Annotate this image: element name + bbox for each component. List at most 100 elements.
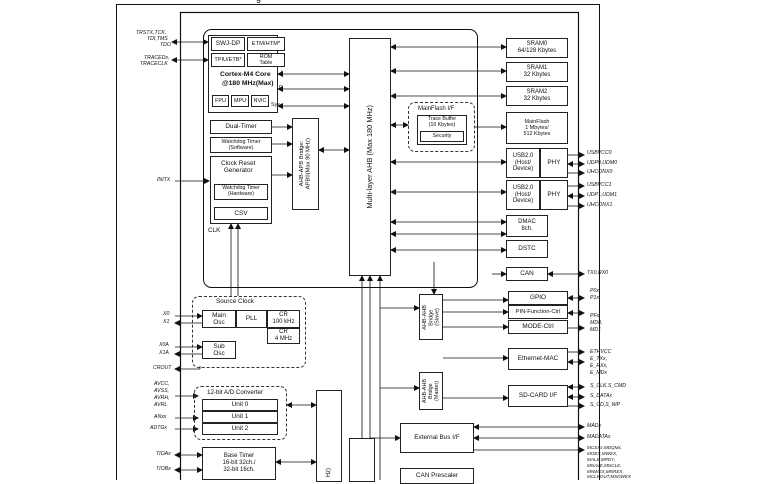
pin-label-avrh: AVRH,	[154, 395, 170, 401]
pin-label-sdatax: S_DATAx	[590, 393, 613, 399]
pin-label-etx: E_TXx,	[590, 356, 608, 362]
pin-label-tracedx: TRACEDx,	[144, 55, 170, 61]
dstc-box: DSTC	[506, 240, 548, 258]
pin-label-scd: S_CD,S_WP	[590, 402, 620, 408]
pin-label-tiobx: TIOBx	[156, 466, 171, 472]
tpiu-box: TPIU/ETB*	[211, 53, 245, 67]
pin-label-adtgx: ADTGx	[150, 425, 168, 431]
csv-box: CSV	[214, 207, 268, 220]
mode-ctrl-box: MODE-Ctrl	[508, 320, 568, 334]
usb1-phy-box: PHY	[540, 180, 568, 210]
pin-label-mnale: MNALE,MNCLE,	[587, 463, 622, 468]
pin-label-male: MALE,MRDY,	[587, 457, 616, 462]
bus-d-label: D	[279, 85, 283, 91]
ahb-apb-bridge-0: AHB-APB Bridge: APB0(Max 90 MHz)	[292, 118, 319, 210]
core-speed: @180 MHz(Max)	[222, 80, 274, 87]
sram2-box: SRAM2 32 Kbytes	[506, 86, 568, 106]
can-box: CAN	[506, 267, 548, 281]
adc-unit-1: Unit 1	[202, 411, 278, 423]
source-clock-title: Source Clock	[216, 298, 255, 305]
base-timer-box: Base Timer 16-bit 32ch./ 32-bit 16ch.	[202, 447, 276, 480]
pin-label-avrl: AVRL	[154, 402, 168, 408]
cr-100khz-box: CR 100 kHz	[267, 310, 300, 328]
security-box: Security	[420, 131, 464, 142]
mpu-box: MPU	[231, 95, 249, 107]
watchdog-software-box: Watchdog Timer (Software)	[210, 137, 272, 153]
chip-frame	[179, 11, 580, 480]
core-title: Cortex-M4 Core	[220, 71, 271, 78]
bus-i-label: I	[281, 70, 283, 76]
pin-label-sclk: S_CLK,S_CMD	[590, 383, 627, 389]
pin-label-ethvcc: ETHVCC	[590, 349, 612, 355]
pin-label-uhconx0: UHCONX0	[587, 169, 613, 175]
fpu-box: FPU	[212, 95, 229, 107]
sram0-box: SRAM0 64/128 Kbytes	[506, 38, 568, 58]
adc-frame	[194, 386, 287, 440]
pin-label-erx: E_RXx,	[590, 363, 608, 369]
outer-frame	[116, 4, 600, 480]
pin-label-usbvcc0: USBVCC0	[587, 150, 612, 156]
pll-box: PLL	[236, 310, 267, 328]
pin-label-emdx: E_MDx	[590, 370, 608, 376]
adc-unit-0: Unit 0	[202, 399, 278, 411]
pin-label-tdi: TDI,TMS	[147, 36, 168, 42]
pin-label-md0: MD0,	[590, 320, 603, 326]
clk-label: CLK	[208, 227, 221, 234]
sd-card-if-box: SD-CARD I/F	[508, 385, 568, 407]
adc-unit-2: Unit 2	[202, 423, 278, 435]
pin-label-mcsxx: MCSXx,MDQMx,	[587, 445, 622, 450]
multi-layer-ahb: Multi-layer AHB (Max 180 MHz)	[349, 38, 391, 276]
mainflash-if-title: MainFlash I/F	[418, 106, 455, 112]
usb1-box: USB2.0 (Host/ Device)	[506, 180, 540, 210]
pin-label-traceclk: TRACECLK	[140, 61, 168, 67]
pin-label-x0a: X0A	[159, 342, 169, 348]
adc-title: 12-bit A/D Converter	[207, 389, 264, 396]
ahb-ahb-bridge-slave: AHB-AHB Bridge (Slave)	[419, 294, 443, 340]
pin-function-ctrl-box: PIN-Function-Ctrl	[508, 305, 568, 319]
cr-4mhz-box: CR 4 MHz	[267, 328, 300, 344]
rom-table-box: ROM Table	[247, 53, 285, 67]
pin-label-tdo: TDO	[160, 42, 171, 48]
pin-label-x1: X1	[163, 319, 170, 325]
watchdog-hardware-box: Watchdog Timer (Hardware)	[214, 184, 268, 200]
pin-label-initx: INITX	[157, 177, 171, 183]
trace-buffer-label: Trace Buffer (16 Kbytes)	[419, 116, 465, 130]
mainflash-if-frame	[408, 102, 475, 152]
sram1-box: SRAM1 32 Kbytes	[506, 62, 568, 82]
external-bus-if-box: External Bus I/F	[400, 423, 474, 453]
usb0-phy-box: PHY	[540, 148, 568, 178]
sub-osc-box: Sub Osc	[202, 341, 236, 359]
pin-label-mclkout: MCLKOUT,MSDWEX	[587, 474, 631, 479]
source-clock-frame	[192, 296, 306, 368]
lower-bus-fragment	[349, 438, 375, 482]
pin-label-x1a: X1A	[159, 350, 169, 356]
pin-label-md1: MD1	[590, 327, 601, 333]
gpio-box: GPIO	[508, 291, 568, 305]
bridge-slave-label: AHB-AHB Bridge (Slave)	[421, 304, 441, 330]
dual-timer-box: Dual-Timer	[210, 120, 272, 134]
swj-dp-box: SWJ-DP	[211, 37, 245, 51]
title-fragment: g	[256, 0, 261, 3]
pin-label-anxx: ANxx	[154, 414, 167, 420]
pin-label-x0: X0	[163, 311, 170, 317]
mainflash-box: MainFlash 1 Mbytes/ 512 Kbytes	[506, 112, 568, 144]
pin-label-udp1: UDP1,UDM1	[587, 192, 617, 198]
can-prescaler-box: CAN Prescaler	[400, 468, 474, 484]
pin-label-udp0: UDP0,UDM0	[587, 160, 617, 166]
etm-box: ETM/HTM*	[247, 37, 285, 51]
usb0-box: USB2.0 (Host/ Device)	[506, 148, 540, 178]
pin-label-p1x: P1x,	[590, 295, 601, 301]
pin-label-mnwex: MNWEX,MNREX,	[587, 469, 624, 474]
pin-label-usbvcc1: USBVCC1	[587, 182, 612, 188]
pin-label-crout: CROUT	[153, 365, 172, 371]
pin-label-madx: MADx	[587, 423, 602, 429]
dmac-box: DMAC 8ch.	[506, 215, 548, 237]
pin-label-moex: MOEX,MWEX,	[587, 451, 618, 456]
apb1-fragment-label: Hz)	[325, 467, 332, 477]
bus-sys-label: Sys	[271, 102, 280, 108]
main-osc-box: Main Osc	[202, 310, 236, 328]
crg-label: Clock Reset Generator	[221, 160, 256, 174]
pin-label-uhconx1: UHCONX1	[587, 202, 613, 208]
